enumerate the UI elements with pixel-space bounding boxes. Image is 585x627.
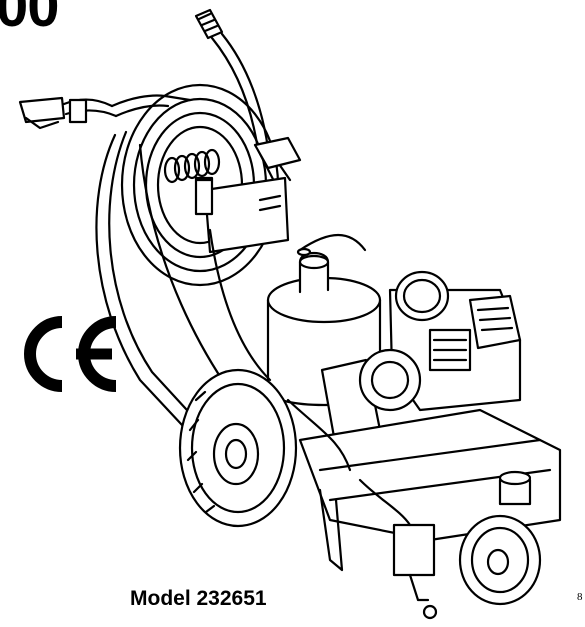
- filter-canister: [194, 176, 214, 216]
- spray-gun-assembly: [318, 478, 438, 620]
- figure-reference-number: 8: [577, 591, 583, 603]
- motor-housing: [320, 348, 422, 450]
- rear-wheel: [178, 368, 298, 528]
- coil-spring: [163, 148, 221, 184]
- engine: [388, 270, 522, 412]
- model-number-label: Model 232651: [130, 587, 267, 610]
- control-plate: [203, 136, 302, 254]
- heading-fragment: 00: [0, 0, 60, 39]
- trigger-handle: [18, 96, 118, 130]
- handle-grip: [194, 8, 224, 40]
- front-wheel: [458, 514, 542, 606]
- ce-mark-icon: [24, 316, 117, 392]
- lower-chassis: [298, 408, 562, 542]
